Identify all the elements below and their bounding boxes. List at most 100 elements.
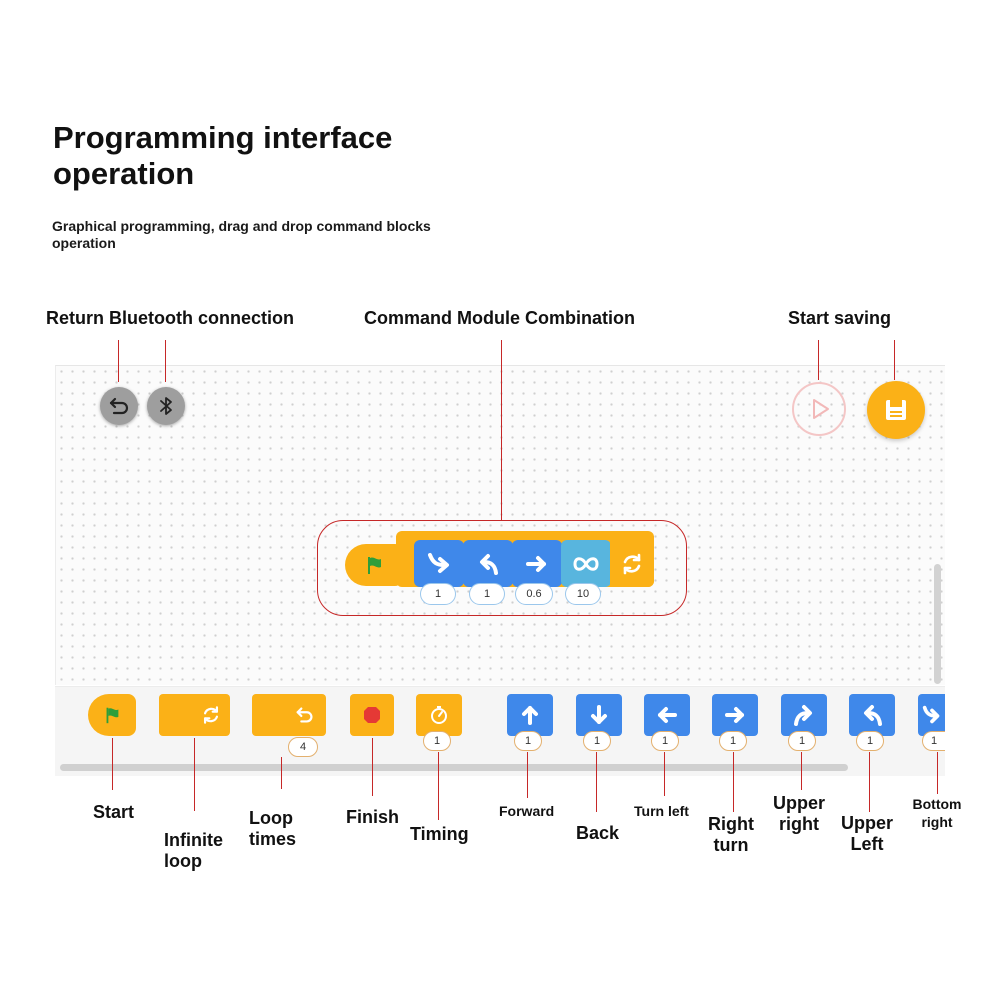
leader-line-turn-left [664,752,665,796]
label-finish: Finish [346,807,399,827]
leader-line-upper-right [801,752,802,790]
label-loop-times-line1: Loop [249,808,293,828]
label-loop-times-line2: times [249,829,297,849]
palette-loop-times-value[interactable]: 4 [288,737,318,757]
vertical-scrollbar[interactable] [934,564,941,684]
loop-refresh-icon [203,706,219,724]
upper-left-arrow-icon [480,553,498,575]
bluetooth-button[interactable] [147,387,185,425]
leader-line-play [818,340,819,380]
label-bottom-right-line1: Bottom [912,796,962,812]
upper-left-arrow-icon [864,705,882,726]
undo-arrow-icon [109,397,129,415]
label-infinite-loop-line2: loop [164,851,202,871]
callout-command-combination: Command Module Combination [364,308,635,328]
green-flag-icon [106,707,119,724]
bluetooth-icon [160,397,172,415]
up-arrow-icon [522,706,538,725]
leader-line-back [596,752,597,812]
bottom-right-arrow-icon [428,552,449,573]
leader-line-upper-left [869,752,870,812]
right-arrow-icon [725,707,744,723]
combo-start-block[interactable] [345,544,403,586]
label-upper-right-line2: right [779,814,819,834]
loop-count-icon [296,707,313,723]
label-turn-left: Turn left [634,803,689,819]
leader-line-infinite-loop [194,738,195,811]
combo-right-arrow-block[interactable] [512,540,562,587]
infinity-loop-icon [573,556,599,571]
leader-line-bottom-right [937,752,938,794]
palette-bottom-right-block[interactable] [918,694,945,736]
label-bottom-right-line2: right [921,814,953,830]
leader-line-right-turn [733,752,734,812]
timer-icon [431,706,447,724]
combo-loop-count-block[interactable] [561,540,611,587]
label-timing: Timing [410,824,469,844]
palette-back-block[interactable] [576,694,622,736]
play-icon [813,399,829,419]
palette-turn-left-value[interactable]: 1 [651,731,679,751]
label-forward: Forward [499,803,555,819]
loop-refresh-icon [623,553,641,574]
palette-finish-block[interactable] [350,694,394,736]
stop-octagon-icon [364,707,380,723]
page-title: Programming interface operation [53,120,393,191]
palette-timing-value[interactable]: 1 [423,731,451,751]
down-arrow-icon [591,705,607,724]
label-upper-right-line1: Upper [772,793,825,813]
leader-line-finish [372,738,373,796]
palette-upper-right-block[interactable] [781,694,827,736]
label-back: Back [576,823,620,843]
palette-forward-block[interactable] [507,694,553,736]
left-arrow-icon [658,707,677,723]
upper-right-arrow-icon [794,705,812,726]
combo-value-4[interactable]: 10 [565,583,601,605]
label-start: Start [93,802,135,822]
palette-right-turn-value[interactable]: 1 [719,731,747,751]
palette-upper-right-value[interactable]: 1 [788,731,816,751]
combo-value-3[interactable]: 0.6 [515,583,553,605]
green-flag-icon [368,557,381,574]
combo-end-loop-block[interactable] [610,540,654,587]
palette-upper-left-block[interactable] [849,694,895,736]
label-infinite-loop-line1: Infinite [164,830,223,850]
combo-upper-left-block[interactable] [463,540,513,587]
leader-line-forward [527,752,528,798]
leader-line-return [118,340,119,382]
callout-return-bluetooth: Return Bluetooth connection [46,308,294,328]
programming-canvas[interactable] [55,365,945,685]
return-button[interactable] [100,387,138,425]
horizontal-scrollbar[interactable] [60,764,848,771]
leader-line-start [112,738,113,790]
leader-line-bluetooth [165,340,166,382]
page-subtitle: Graphical programming, drag and drop com… [52,218,431,251]
leader-line-combination [501,340,502,520]
leader-line-save [894,340,895,380]
save-button[interactable] [867,381,925,439]
bottom-right-arrow-icon [922,705,940,724]
palette-loop-times-block[interactable] [252,694,326,736]
palette-upper-left-value[interactable]: 1 [856,731,884,751]
right-arrow-icon [526,555,546,572]
label-right-turn-line1: Right [708,814,754,834]
label-upper-left-line2: Left [850,834,884,854]
floppy-disk-icon [886,400,906,420]
leader-line-loop-times [281,757,282,789]
palette-forward-value[interactable]: 1 [514,731,542,751]
palette-infinite-loop-block[interactable] [159,694,230,736]
palette-start-block[interactable] [88,694,136,736]
palette-back-value[interactable]: 1 [583,731,611,751]
palette-turn-left-block[interactable] [644,694,690,736]
combo-value-2[interactable]: 1 [469,583,505,605]
label-upper-left-line1: Upper [840,813,893,833]
label-right-turn-line2: turn [713,835,749,855]
leader-line-timing [438,752,439,820]
callout-start-saving: Start saving [788,308,892,328]
combo-bottom-right-block[interactable] [414,540,464,587]
palette-right-turn-block[interactable] [712,694,758,736]
combo-value-1[interactable]: 1 [420,583,456,605]
palette-bottom-right-value[interactable]: 1 [922,731,945,751]
palette-timing-block[interactable] [416,694,462,736]
play-button[interactable] [792,382,846,436]
